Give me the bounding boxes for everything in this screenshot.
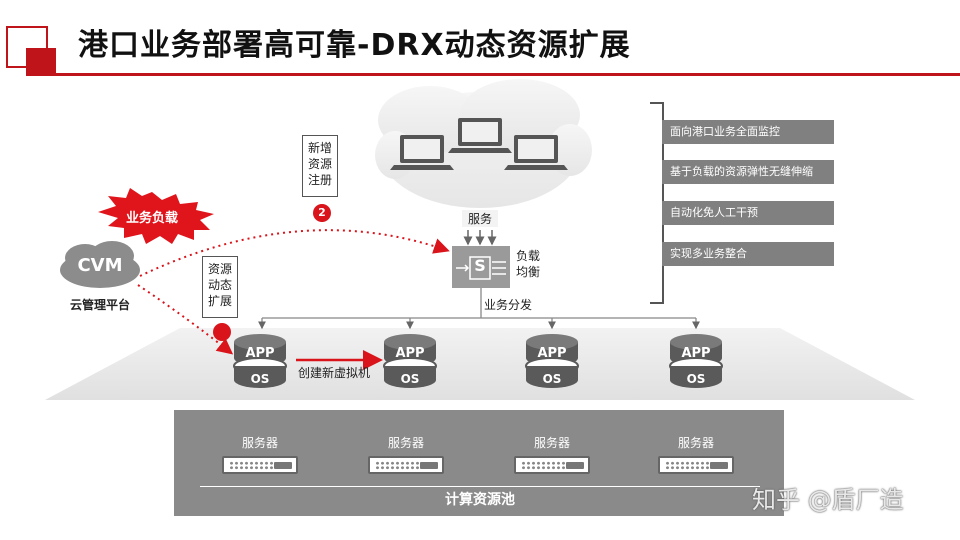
arrow-cvm-to-stack (137, 284, 234, 355)
logo-square-filled (26, 48, 56, 76)
new-resource-box: 新增资源注册 (302, 135, 338, 197)
load-balancer-letter: S (474, 256, 486, 275)
cloud-platform-label: 云管理平台 (69, 298, 130, 312)
dispatch-label: 业务分发 (484, 298, 533, 312)
service-label: 服务 (462, 210, 498, 227)
pool-divider (200, 486, 760, 487)
new-resource-badge: 2 (313, 204, 331, 222)
platform-shape (45, 328, 915, 400)
load-balance-label: 负载 均衡 (516, 248, 540, 280)
os-label: OS (542, 372, 562, 386)
app-label: APP (395, 346, 425, 361)
business-load-label: 业务负载 (125, 211, 178, 226)
feature-item-monitoring: 面向港口业务全面监控 (662, 120, 834, 144)
load-balancer-box (452, 246, 510, 288)
cvm-cloud (60, 241, 140, 288)
app-os-stack: APP OS (524, 332, 580, 388)
app-os-stack: APP OS (668, 332, 724, 388)
watermark: 知乎 @盾厂造 (752, 486, 904, 514)
feature-item-integration: 实现多业务整合 (662, 242, 834, 266)
load-balance-label-line1: 负载 (516, 249, 541, 263)
laptop-icon (390, 135, 454, 170)
os-label: OS (400, 372, 420, 386)
server-label: 服务器 (533, 436, 570, 450)
server-icon (368, 456, 444, 474)
server-icon (222, 456, 298, 474)
os-label: OS (686, 372, 706, 386)
app-os-stack: APP OS (382, 332, 438, 388)
server-label: 服务器 (677, 436, 714, 450)
page-title: 港口业务部署高可靠-DRX动态资源扩展 (78, 28, 631, 63)
header-rule (56, 73, 960, 76)
server-icon (514, 456, 590, 474)
create-vm-label: 创建新虚拟机 (298, 366, 371, 380)
os-label: OS (250, 372, 270, 386)
laptop-icon (448, 118, 512, 153)
dispatch-lines (258, 288, 700, 330)
server-icon (658, 456, 734, 474)
cvm-label: CVM (77, 255, 123, 276)
app-os-stack: APP OS (232, 332, 288, 388)
laptop-icon (504, 135, 568, 170)
arrow-cvm-to-lb (139, 229, 450, 277)
business-load-burst (98, 188, 214, 244)
feature-item-automation: 自动化免人工干预 (662, 201, 834, 225)
stack-badge-dot (213, 323, 231, 341)
feature-item-elastic-scaling: 基于负载的资源弹性无缝伸缩 (662, 160, 834, 184)
server-label: 服务器 (387, 436, 424, 450)
app-label: APP (681, 346, 711, 361)
dynamic-expand-box: 资源动态扩展 (202, 256, 238, 318)
load-balance-label-line2: 均衡 (516, 265, 541, 279)
server-label: 服务器 (241, 436, 278, 450)
app-label: APP (537, 346, 567, 361)
load-balancer-icon (469, 256, 491, 280)
app-label: APP (245, 346, 275, 361)
compute-pool-label: 计算资源池 (445, 492, 515, 508)
